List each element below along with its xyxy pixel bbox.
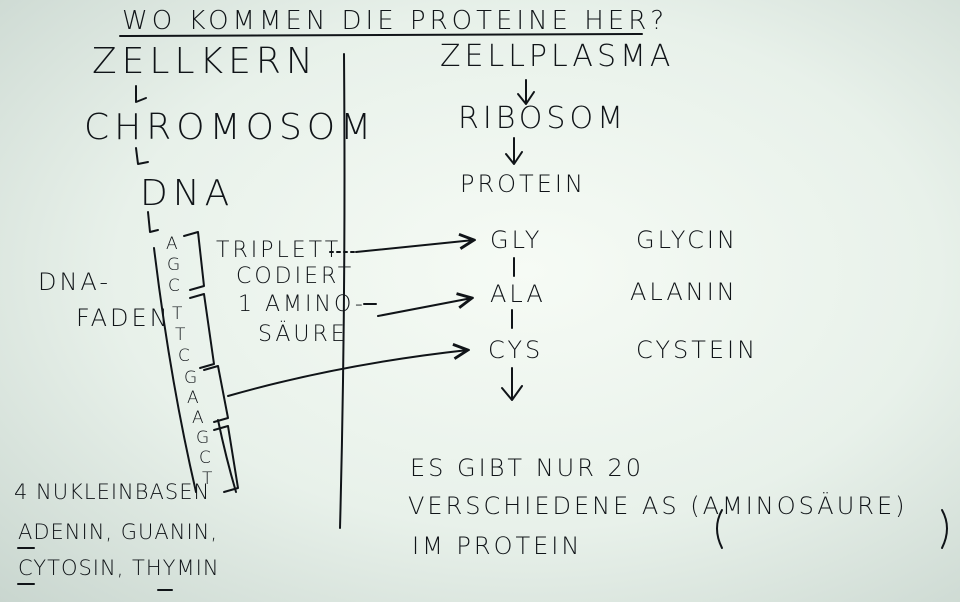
label-protein: PROTEIN [460, 170, 586, 198]
column-divider [339, 53, 346, 529]
dna-strand-left [153, 247, 197, 493]
label-codiert: CODIERT [236, 264, 355, 289]
label-saeure: SÄURE [258, 322, 348, 347]
arrow-right-icon [377, 298, 472, 317]
amino-name-glycin: GLYCIN [636, 226, 738, 254]
arrow-down-icon [135, 85, 147, 103]
bracket-icon [213, 425, 239, 493]
bracket-icon [189, 293, 215, 369]
nucleotide: A [166, 234, 178, 254]
note-line-3: IM PROTEIN [412, 532, 583, 560]
label-amino: 1 AMINO- [238, 292, 366, 317]
amino-name-cystein: CYSTEIN [636, 336, 759, 364]
bracket-icon [203, 365, 229, 423]
label-zellplasma: ZELLPLASMA [440, 39, 675, 74]
arrow-right-icon [355, 240, 474, 253]
label-triplett: TRIPLETT [216, 238, 342, 263]
nucleotide: C [168, 276, 180, 296]
title-underline [119, 33, 643, 37]
note-line-1: ES GIBT NUR 20 [410, 454, 645, 482]
arrow-right-icon [227, 350, 468, 397]
nucleotide: G [184, 368, 198, 388]
arrow-down-icon [135, 147, 149, 165]
nucleotide: C [178, 346, 190, 366]
label-nukleinbasen: 4 NUKLEINBASEN [14, 480, 211, 504]
nucleotide: T [202, 469, 213, 489]
bracket-icon [183, 231, 205, 291]
label-bases-line1: ADENIN, GUANIN, [18, 520, 219, 544]
nucleotide: A [192, 408, 204, 428]
nucleotide: T [172, 304, 183, 324]
label-bases-line2: CYTOSIN, THYMIN [18, 556, 220, 580]
nucleotide: T [175, 325, 186, 345]
nucleotide: G [167, 255, 181, 275]
label-zellkern: ZELLKERN [92, 41, 318, 82]
label-dna-faden-1: DNA- [38, 268, 111, 296]
amino-abbr-ala: ALA [490, 280, 546, 308]
note-line-2: VERSCHIEDENE AS (AMINOSÄURE) [408, 492, 908, 520]
nucleotide: A [187, 388, 199, 408]
dna-strand-right [217, 419, 237, 493]
arrow-down-icon [505, 151, 523, 165]
label-dna-faden-2: FADEN [76, 304, 171, 332]
label-chromosom: CHROMOSOM [84, 107, 377, 148]
page-title: WO KOMMEN DIE PROTEINE HER? [122, 6, 669, 36]
nucleotide: G [196, 428, 210, 448]
label-ribosom: RIBOSOM [458, 101, 627, 136]
arrow-down-icon [147, 211, 159, 233]
arrow-down-icon [517, 91, 535, 105]
amino-abbr-cys: CYS [488, 336, 544, 364]
nucleotide: C [199, 448, 211, 468]
label-dna: DNA [140, 173, 235, 214]
amino-abbr-gly: GLY [490, 226, 543, 254]
amino-name-alanin: ALANIN [630, 278, 738, 306]
